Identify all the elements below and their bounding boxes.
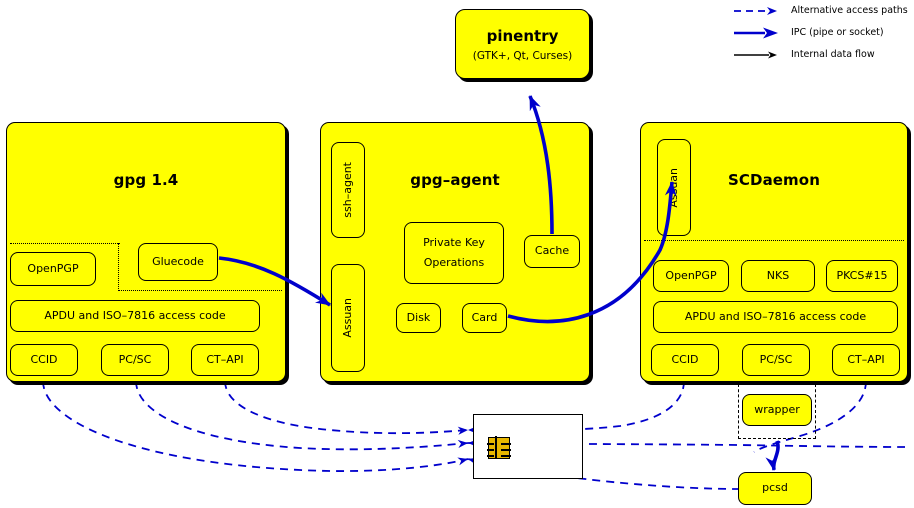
- gpg-openpgp-label: OpenPGP: [27, 261, 79, 275]
- gpg-openpgp-node[interactable]: OpenPGP: [10, 252, 96, 286]
- alt-path-scd-ctapi-to-pcsd-area: [753, 380, 867, 453]
- legend-item-alt-paths: Alternative access paths: [733, 4, 908, 18]
- wrapper-dashed-group: [738, 384, 816, 439]
- smartcard-node[interactable]: [473, 414, 583, 479]
- pinentry-subtitle: (GTK+, Qt, Curses): [472, 49, 573, 62]
- legend-item-ipc: IPC (pipe or socket): [733, 26, 884, 40]
- scd-app-pkcs15[interactable]: PKCS#15: [826, 260, 898, 292]
- gpg-driver-pcsc-label: PC/SC: [118, 352, 152, 366]
- gpg-title: gpg 1.4: [113, 171, 179, 189]
- gpg-driver-ccid[interactable]: CCID: [10, 344, 78, 376]
- scd-driver-pcsc-label: PC/SC: [759, 352, 793, 366]
- scd-apdu-label: APDU and ISO–7816 access code: [684, 309, 867, 323]
- agent-cache-node[interactable]: Cache: [524, 235, 580, 268]
- agent-disk-node[interactable]: Disk: [396, 303, 441, 333]
- gpg-dotted-group-vline: [118, 243, 119, 291]
- scd-driver-pcsc[interactable]: PC/SC: [742, 344, 810, 376]
- scd-app-nks-label: NKS: [766, 268, 790, 282]
- agent-cache-label: Cache: [534, 244, 570, 258]
- scd-apdu-node[interactable]: APDU and ISO–7816 access code: [653, 301, 898, 333]
- legend-dashed-arrow-icon: [733, 4, 779, 18]
- pcsd-node[interactable]: pcsd: [738, 472, 812, 505]
- scd-app-openpgp-label: OpenPGP: [665, 268, 717, 282]
- agent-disk-label: Disk: [406, 310, 431, 324]
- alt-path-gpg-pcsc-to-card: [135, 380, 469, 451]
- legend-thick-arrow-icon: [733, 26, 779, 40]
- ipc-gluecode-to-agent-assuan: [218, 256, 331, 307]
- gpg-dotted-group-topline: [10, 243, 120, 244]
- pinentry-title: pinentry: [486, 26, 559, 45]
- pinentry-node[interactable]: pinentry (GTK+, Qt, Curses): [455, 9, 590, 79]
- legend-label-alt-paths: Alternative access paths: [791, 5, 908, 17]
- scd-driver-ccid[interactable]: CCID: [651, 344, 719, 376]
- agent-pko-line2: Operations: [423, 255, 485, 269]
- scd-driver-ctapi-label: CT–API: [847, 352, 885, 366]
- legend-thin-arrow-icon: [733, 48, 779, 62]
- smartcard-chip-icon: [487, 436, 511, 460]
- ipc-agent-card-to-scd-assuan: [507, 181, 677, 324]
- wrapper-node[interactable]: wrapper: [742, 394, 812, 426]
- wrapper-label: wrapper: [754, 402, 800, 416]
- gpg-driver-pcsc[interactable]: PC/SC: [101, 344, 169, 376]
- gpg-apdu-node[interactable]: APDU and ISO–7816 access code: [10, 300, 260, 332]
- gpg-apdu-label: APDU and ISO–7816 access code: [44, 308, 226, 322]
- gpg-gluecode-label: Gluecode: [152, 254, 204, 268]
- pcsd-label: pcsd: [762, 481, 788, 495]
- gpg-gluecode-node[interactable]: Gluecode: [138, 243, 218, 281]
- ipc-agent-to-pinentry: [528, 95, 554, 235]
- scd-app-openpgp[interactable]: OpenPGP: [653, 260, 729, 292]
- scd-driver-ccid-label: CCID: [671, 352, 699, 366]
- agent-private-key-operations-node[interactable]: Private Key Operations: [404, 222, 504, 284]
- gpg-agent-title: gpg–agent: [410, 171, 500, 189]
- legend-item-internal-flow: Internal data flow: [733, 48, 875, 62]
- gpg-driver-ctapi-label: CT–API: [206, 352, 244, 366]
- scd-driver-ctapi[interactable]: CT–API: [832, 344, 900, 376]
- agent-assuan-node[interactable]: Assuan: [331, 264, 365, 372]
- legend-label-ipc: IPC (pipe or socket): [791, 27, 884, 39]
- gpg-driver-ccid-label: CCID: [30, 352, 58, 366]
- legend-label-internal-flow: Internal data flow: [791, 49, 875, 61]
- agent-card-node[interactable]: Card: [462, 303, 507, 333]
- scd-app-pkcs15-label: PKCS#15: [836, 268, 888, 282]
- alt-path-gpg-ccid-to-card: [42, 380, 469, 472]
- scdaemon-dotted-divider: [644, 240, 904, 241]
- scd-app-nks[interactable]: NKS: [741, 260, 815, 292]
- gpg-dotted-group-bottomline: [118, 290, 282, 291]
- ipc-wrapper-to-pcsd: [765, 440, 780, 471]
- gpg-driver-ctapi[interactable]: CT–API: [191, 344, 259, 376]
- agent-card-label: Card: [471, 310, 498, 324]
- legend: Alternative access paths IPC (pipe or so…: [733, 4, 911, 59]
- scdaemon-title: SCDaemon: [728, 171, 820, 189]
- agent-ssh-agent-node[interactable]: ssh–agent: [331, 142, 365, 238]
- agent-pko-line1: Private Key: [423, 235, 485, 249]
- alt-path-gpg-ctapi-to-card: [224, 380, 469, 435]
- scd-assuan-node[interactable]: Assuan: [657, 139, 691, 236]
